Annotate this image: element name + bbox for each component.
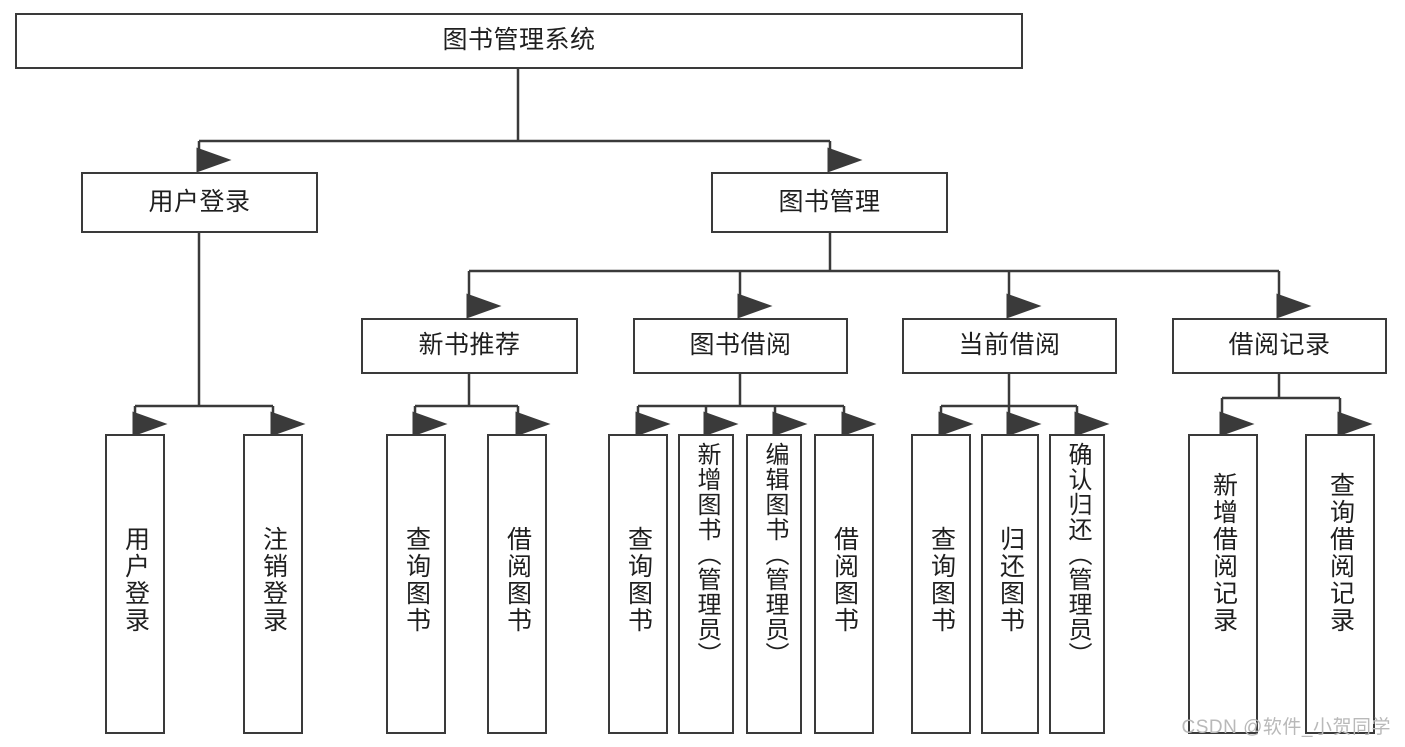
node-leaf-logout-login-label: 注销登录 [259,526,288,634]
node-leaf-query-book-2-label: 查询图书 [624,526,653,634]
node-leaf-borrow-book-2[interactable]: 借阅图书 [814,434,874,734]
node-new-book-recommend-label: 新书推荐 [418,331,521,360]
node-leaf-user-login-label: 用户登录 [121,526,150,634]
node-leaf-query-book-1[interactable]: 查询图书 [386,434,446,734]
node-leaf-add-book[interactable]: 新增图书（管理员） [678,434,734,734]
node-leaf-query-book-3[interactable]: 查询图书 [911,434,971,734]
node-leaf-borrow-book-1[interactable]: 借阅图书 [487,434,547,734]
node-borrow-record[interactable]: 借阅记录 [1172,318,1387,374]
node-leaf-add-record-label: 新增借阅记录 [1209,472,1238,634]
node-leaf-confirm-return-label: 确认归还（管理员） [1064,442,1091,667]
node-leaf-logout-login[interactable]: 注销登录 [243,434,303,734]
node-leaf-borrow-book-1-label: 借阅图书 [503,526,532,634]
node-book-manage[interactable]: 图书管理 [711,172,948,233]
node-leaf-user-login[interactable]: 用户登录 [105,434,165,734]
edge-current-borrow-to-leaves [938,373,1110,437]
node-leaf-query-book-2[interactable]: 查询图书 [608,434,668,734]
node-current-borrow[interactable]: 当前借阅 [902,318,1117,374]
node-leaf-query-record[interactable]: 查询借阅记录 [1305,434,1375,734]
node-leaf-add-record[interactable]: 新增借阅记录 [1188,434,1258,734]
node-leaf-query-book-1-label: 查询图书 [402,526,431,634]
edge-user-login-to-leaves [132,232,306,437]
edge-new-book-recommend-to-leaves [412,373,551,437]
node-leaf-query-record-label: 查询借阅记录 [1326,472,1355,634]
edge-book-borrow-to-leaves [635,373,877,437]
node-user-login-label: 用户登录 [148,187,251,216]
watermark: CSDN @软件_小贺同学 [1181,717,1391,738]
edge-book-manage-to-level2 [466,232,1312,319]
node-borrow-record-label: 借阅记录 [1228,331,1331,360]
node-root-label: 图书管理系统 [442,26,596,55]
node-leaf-edit-book[interactable]: 编辑图书（管理员） [746,434,802,734]
node-book-borrow[interactable]: 图书借阅 [633,318,848,374]
node-root[interactable]: 图书管理系统 [15,13,1023,69]
edge-borrow-record-to-leaves [1219,373,1373,437]
edge-root-to-level1 [196,68,863,173]
node-user-login[interactable]: 用户登录 [81,172,318,233]
node-leaf-borrow-book-2-label: 借阅图书 [830,526,859,634]
node-leaf-return-book[interactable]: 归还图书 [981,434,1039,734]
node-new-book-recommend[interactable]: 新书推荐 [361,318,578,374]
node-book-borrow-label: 图书借阅 [689,331,792,360]
node-leaf-add-book-label: 新增图书（管理员） [693,442,720,667]
node-leaf-edit-book-label: 编辑图书（管理员） [761,442,788,667]
node-leaf-return-book-label: 归还图书 [996,526,1025,634]
node-current-borrow-label: 当前借阅 [958,331,1061,360]
node-leaf-confirm-return[interactable]: 确认归还（管理员） [1049,434,1105,734]
node-book-manage-label: 图书管理 [778,187,881,216]
node-leaf-query-book-3-label: 查询图书 [927,526,956,634]
